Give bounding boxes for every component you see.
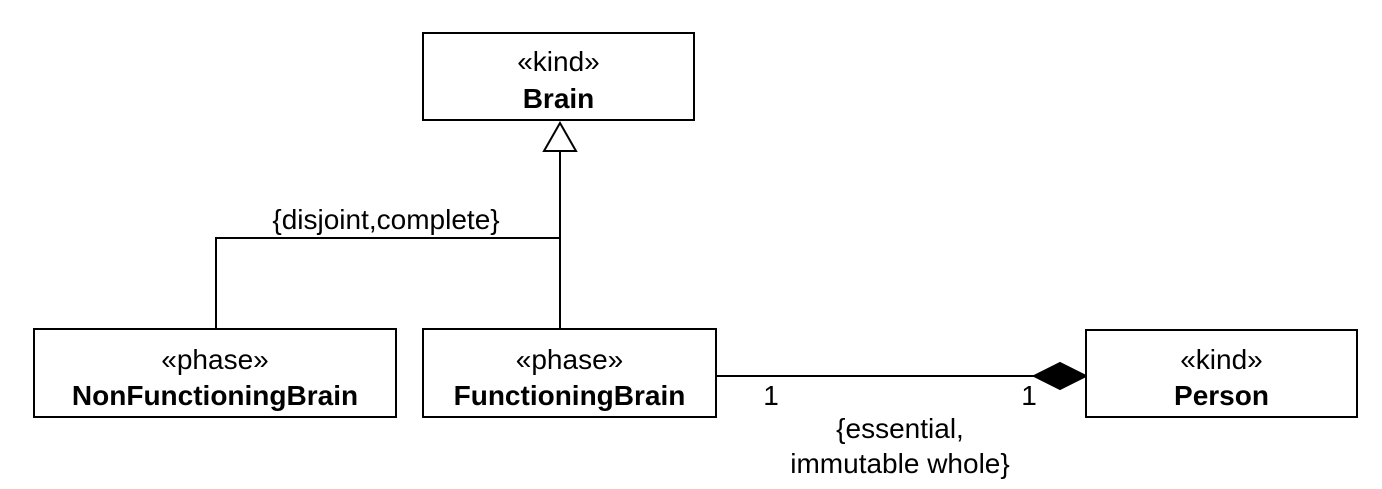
generalization-branch-line <box>215 237 560 329</box>
class-person-name: Person <box>1174 380 1269 411</box>
hollow-triangle-arrowhead <box>542 120 578 152</box>
class-non-functioning-brain-name: NonFunctioningBrain <box>72 380 358 411</box>
class-person[interactable]: «kind» Person <box>1085 329 1358 418</box>
class-functioning-brain[interactable]: «phase» FunctioningBrain <box>422 328 717 418</box>
class-person-stereotype: «kind» <box>1180 344 1263 375</box>
filled-diamond-icon <box>1031 361 1089 391</box>
class-functioning-brain-name: FunctioningBrain <box>454 380 686 411</box>
part-multiplicity: 1 <box>763 380 779 411</box>
class-brain-name: Brain <box>523 83 595 114</box>
whole-multiplicity: 1 <box>1021 380 1037 411</box>
class-functioning-brain-stereotype: «phase» <box>516 344 623 375</box>
class-brain-stereotype: «kind» <box>517 46 600 77</box>
generalization: {disjoint,complete} <box>215 120 578 329</box>
composition-constraint-line1: {essential, <box>836 413 964 444</box>
class-non-functioning-brain-stereotype: «phase» <box>161 344 268 375</box>
class-non-functioning-brain[interactable]: «phase» NonFunctioningBrain <box>33 328 397 418</box>
composition-association: 1 1 {essential, immutable whole} <box>716 361 1089 479</box>
generalization-set-constraint: {disjoint,complete} <box>272 204 499 235</box>
class-brain[interactable]: «kind» Brain <box>422 32 695 121</box>
composition-constraint-line2: immutable whole} <box>790 448 1009 479</box>
